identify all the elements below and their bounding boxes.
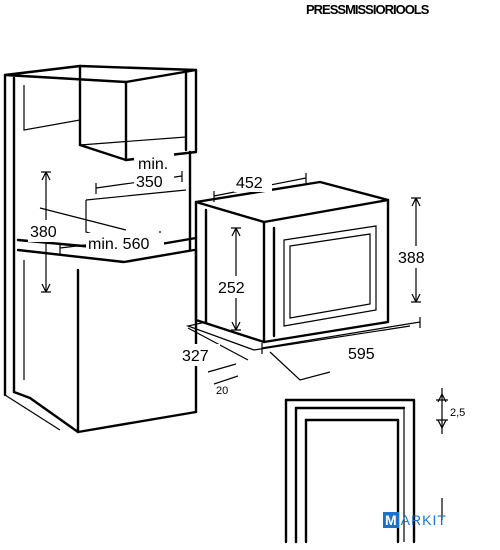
appliance-depth-label: 327 [182,348,209,365]
logo-rest-text: ARKIT [400,512,447,528]
appliance-height-label: 388 [398,250,425,267]
min-350-value: 350 [136,174,163,191]
small-offset-label: 20 [216,385,228,397]
header-code: PRESSMISSIORIOOLS [306,2,430,17]
appliance [185,180,411,351]
dim-252: 252 [216,227,256,331]
dim-388: 388 [396,197,436,303]
dim-min-350: min. 350 [95,152,183,194]
detail-gap-label: 2,5 [450,407,465,419]
dim-452: 452 [213,172,307,202]
detail-view: 2,5 [284,388,465,544]
appliance-depth-overall-label: 595 [348,346,375,363]
dim-380: 380 [28,171,68,293]
appliance-inner-height-label: 252 [218,280,245,297]
cabinet-height-label: 380 [30,224,57,241]
dim-min-560: min. 560 [59,231,164,254]
markit-logo: M ARKIT [383,512,447,528]
min-560-label: min. 560 [88,236,149,253]
logo-box-letter: M [383,512,399,528]
dim-20: 20 [207,363,239,397]
min-label: min. [138,156,168,173]
dim-327: 327 [180,327,249,366]
appliance-width-label: 452 [236,175,263,192]
dim-595: 595 [261,317,421,381]
